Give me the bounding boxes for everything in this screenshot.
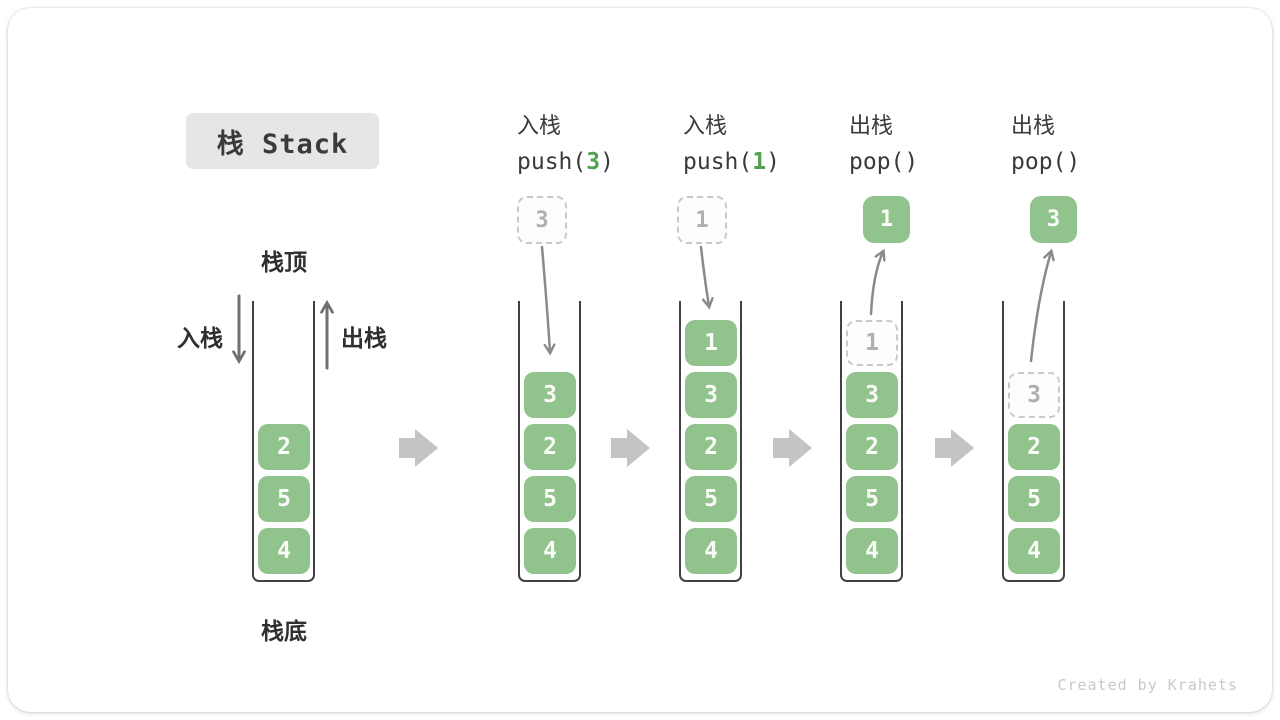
stack-cell: 2 (846, 424, 898, 470)
floating-value-pop-3: 3 (1030, 196, 1077, 243)
label-stack-top: 栈顶 (261, 250, 307, 276)
op-label: 出栈 (849, 114, 894, 139)
label-stack-bottom: 栈底 (261, 619, 307, 645)
op-label: 入栈 (517, 114, 562, 139)
step-header-pop-1: 出栈 pop() (849, 108, 918, 175)
stack-container-4 (840, 301, 903, 582)
stack-cell: 5 (1008, 476, 1060, 522)
stack-cell: 5 (846, 476, 898, 522)
stack-cell: 2 (1008, 424, 1060, 470)
op-label: 出栈 (1011, 114, 1056, 139)
step-header-pop-2: 出栈 pop() (1011, 108, 1080, 175)
op-code: push(1) (683, 149, 780, 175)
op-code-arg: 1 (752, 149, 767, 175)
step-header-push-3: 入栈 push(3) (517, 108, 614, 175)
stack-cell: 1 (685, 320, 737, 366)
op-code-fn: push( (683, 149, 753, 175)
op-code-close: ) (766, 149, 780, 175)
label-pop: 出栈 (341, 326, 387, 352)
label-push: 入栈 (177, 326, 223, 352)
floating-value-push-1: 1 (677, 196, 727, 244)
op-code-arg: 3 (586, 149, 601, 175)
stack-cell: 2 (524, 424, 576, 470)
page-title: 栈 Stack (216, 128, 349, 160)
stack-cell: 4 (258, 528, 310, 574)
stack-cell: 3 (846, 372, 898, 418)
op-code: push(3) (517, 149, 614, 175)
stack-container-1 (252, 301, 315, 582)
watermark: Created by Krahets (1057, 676, 1238, 694)
op-code: pop() (1011, 149, 1080, 175)
stack-cell: 2 (258, 424, 310, 470)
op-code-fn: pop() (1011, 149, 1081, 175)
op-code: pop() (849, 149, 918, 175)
stack-container-3 (679, 301, 742, 582)
title-box: 栈 Stack (186, 113, 379, 169)
floating-value-push-3: 3 (517, 196, 567, 244)
stack-cell: 4 (685, 528, 737, 574)
stack-cell: 3 (524, 372, 576, 418)
op-label: 入栈 (683, 114, 728, 139)
stack-cell: 4 (846, 528, 898, 574)
stack-cell: 3 (685, 372, 737, 418)
stack-container-2 (518, 301, 581, 582)
stack-cell: 2 (685, 424, 737, 470)
stack-cell: 5 (258, 476, 310, 522)
stack-cell: 4 (524, 528, 576, 574)
stack-cell: 4 (1008, 528, 1060, 574)
stack-cell: 5 (524, 476, 576, 522)
op-code-close: ) (600, 149, 614, 175)
op-code-fn: pop() (849, 149, 919, 175)
stack-cell: 5 (685, 476, 737, 522)
op-code-fn: push( (517, 149, 587, 175)
step-header-push-1: 入栈 push(1) (683, 108, 780, 175)
stack-container-5 (1002, 301, 1065, 582)
ghost-cell: 1 (846, 320, 898, 366)
floating-value-pop-1: 1 (863, 196, 910, 243)
ghost-cell: 3 (1008, 372, 1060, 418)
